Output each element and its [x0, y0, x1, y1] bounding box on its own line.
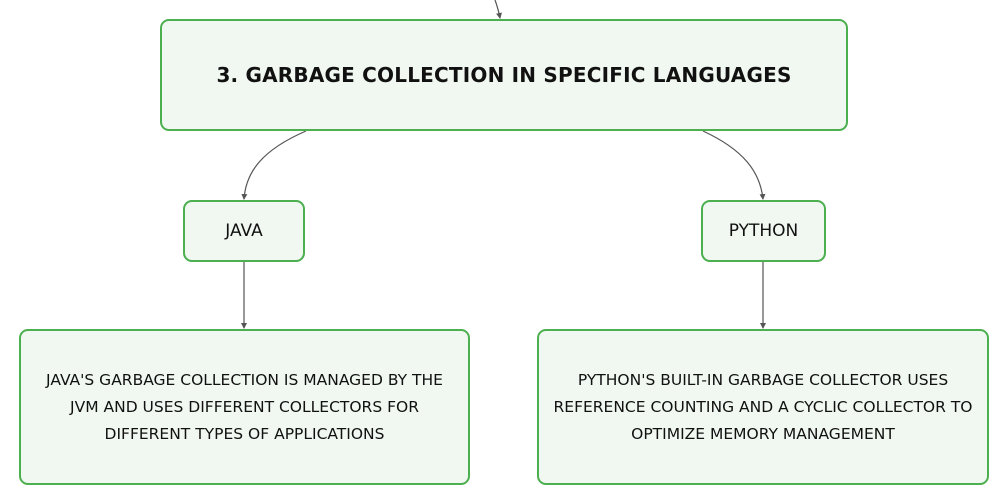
java-node-label: JAVA — [225, 221, 263, 241]
java-node[interactable]: JAVA — [183, 200, 305, 262]
java-description-node[interactable]: JAVA'S GARBAGE COLLECTION IS MANAGED BY … — [19, 329, 470, 485]
python-description-text: PYTHON'S BUILT-IN GARBAGE COLLECTOR USES… — [553, 370, 973, 443]
python-node-label: PYTHON — [728, 221, 799, 241]
java-description-text: JAVA'S GARBAGE COLLECTION IS MANAGED BY … — [46, 370, 443, 443]
edge-root-to-java — [241, 130, 307, 200]
root-node-label: 3. GARBAGE COLLECTION IN SPECIFIC LANGUA… — [216, 63, 792, 87]
python-description-node[interactable]: PYTHON'S BUILT-IN GARBAGE COLLECTOR USES… — [537, 329, 989, 485]
edge-parent-to-root — [494, 0, 502, 19]
python-node[interactable]: PYTHON — [701, 200, 826, 262]
root-node[interactable]: 3. GARBAGE COLLECTION IN SPECIFIC LANGUA… — [160, 19, 848, 131]
edge-root-to-python — [702, 130, 766, 200]
